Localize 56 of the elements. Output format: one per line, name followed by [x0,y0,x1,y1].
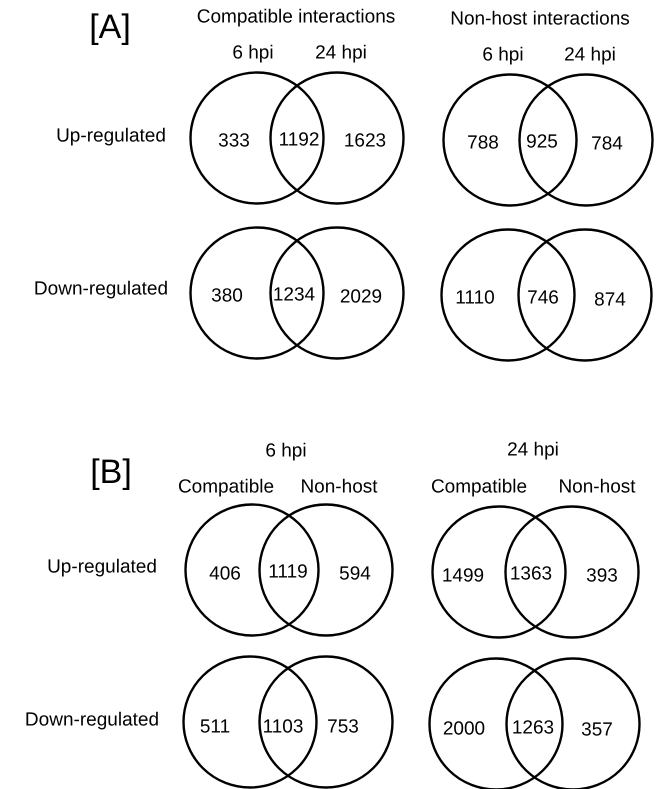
venn-circle [440,228,576,362]
count: 1234 [272,286,316,304]
panel-letter: [A] [89,10,131,44]
count: 511 [200,718,230,736]
venn-circle [517,228,653,362]
column-heading: 6 hpi [265,442,307,460]
venn-circle [258,503,394,637]
count: 406 [209,564,241,584]
count: 393 [586,566,618,586]
set-label: Compatible [178,478,274,496]
venn-circle [182,655,318,789]
venn-circle [269,71,405,205]
panel-letter: [B] [90,455,132,489]
row-label: Down-regulated [24,710,160,730]
set-label: 24 hpi [564,46,616,64]
column-heading: Non-host interactions [450,10,630,28]
count: 1110 [455,288,495,308]
count: 1119 [268,562,308,582]
count: 788 [467,134,499,152]
count: 594 [339,564,371,584]
venn-circle [504,505,640,639]
count: 1192 [278,130,320,150]
venn-circle [184,503,320,637]
count: 1623 [344,132,386,150]
count: 2029 [340,288,382,306]
count: 357 [581,720,613,740]
venn-circle [258,655,394,789]
venn-circle [189,71,325,205]
set-label: 24 hpi [315,44,367,62]
set-label: Compatible [430,478,528,496]
column-heading: Compatible interactions [196,8,396,26]
row-label: Up-regulated [47,558,157,576]
venn-circle [431,505,567,639]
set-label: Non-host [300,478,378,496]
count: 1363 [510,564,552,584]
count: 1499 [442,566,484,586]
count: 1263 [512,718,554,738]
venn-circle [189,226,325,360]
count: 333 [218,132,250,150]
row-label: Up-regulated [56,126,166,146]
venn-circle [269,226,405,360]
set-label: Non-host [558,478,636,496]
set-label: 6 hpi [482,46,524,64]
count: 753 [327,718,359,736]
count: 784 [591,134,623,154]
count: 1103 [262,718,304,736]
column-heading: 24 hpi [507,440,559,460]
count: 874 [594,290,626,310]
row-label: Down-regulated [34,280,168,298]
venn-circle [442,73,578,207]
set-label: 6 hpi [232,44,274,62]
count: 380 [211,286,243,306]
venn-circle [518,73,654,207]
count: 925 [526,132,558,152]
count: 2000 [442,720,486,738]
count: 746 [527,288,559,308]
